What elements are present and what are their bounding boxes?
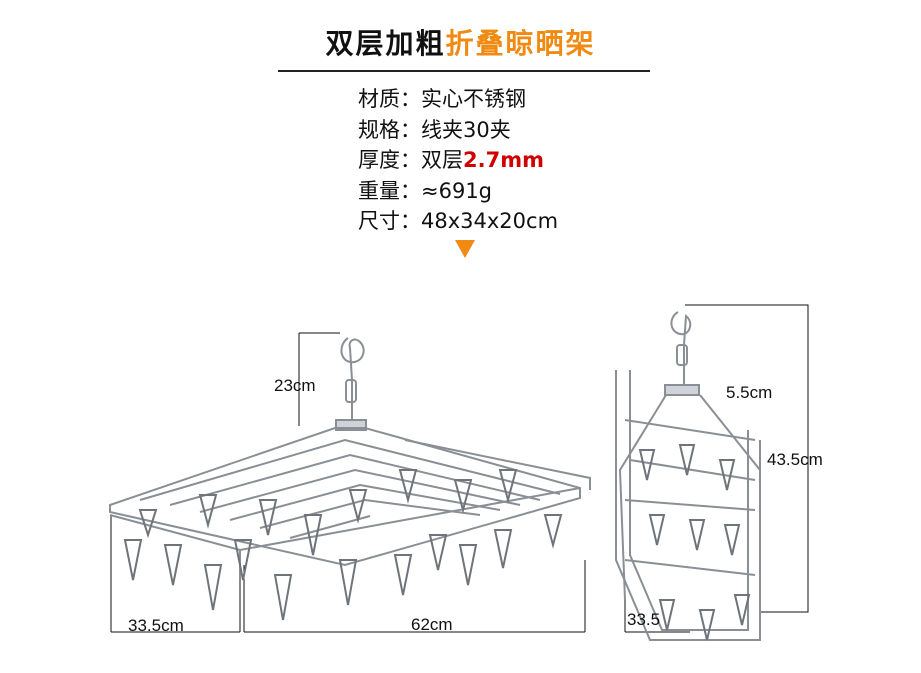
down-arrow-icon — [455, 240, 475, 258]
spec-value-wrap: 双层2.7mm — [421, 148, 544, 172]
hook-height-label: 23cm — [274, 376, 316, 395]
spec-value: 实心不锈钢 — [421, 87, 526, 111]
title-highlight: 折叠晾晒架 — [445, 27, 596, 60]
spec-label: 厚度： — [358, 148, 421, 172]
spec-value: 双层 — [421, 148, 463, 172]
spec-value-highlight: 2.7mm — [463, 148, 544, 172]
unfolded-rack-drawing — [109, 337, 591, 580]
title-divider — [278, 70, 650, 72]
hook-height-line — [298, 332, 340, 426]
spec-label: 材质： — [358, 87, 421, 111]
folded-rack-drawing — [615, 311, 761, 641]
spec-clips: 规格：线夹30夹 — [358, 115, 558, 146]
spec-label: 尺寸： — [358, 209, 421, 233]
folded-height-line — [685, 304, 809, 613]
spec-label: 规格： — [358, 117, 421, 142]
clip-set-right — [638, 444, 751, 641]
depth-label: 33.5cm — [128, 616, 184, 635]
spec-size: 尺寸：48x34x20cm — [358, 206, 558, 237]
title-main: 双层加粗 — [325, 27, 446, 60]
folded-width-label: 33.5 — [627, 610, 661, 629]
spec-list: 材质：实心不锈钢 规格：线夹30夹 厚度：双层2.7mm 重量：≈691g 尺寸… — [358, 84, 558, 237]
spec-value: 线夹30夹 — [421, 117, 511, 142]
folded-height-label: 43.5cm — [767, 450, 823, 469]
spec-thickness: 厚度：双层2.7mm — [358, 145, 558, 176]
page-title: 双层加粗折叠晾晒架 — [0, 22, 921, 62]
spec-value: 48x34x20cm — [421, 209, 559, 233]
spec-value: ≈691g — [421, 178, 493, 203]
length-label: 62cm — [411, 615, 453, 634]
clip-set-left — [123, 469, 563, 621]
spec-weight: 重量：≈691g — [358, 176, 558, 207]
spec-material: 材质：实心不锈钢 — [358, 84, 558, 115]
spec-label: 重量： — [358, 178, 421, 203]
folded-width-line — [624, 600, 690, 633]
folded-thickness-label: 5.5cm — [726, 383, 773, 402]
